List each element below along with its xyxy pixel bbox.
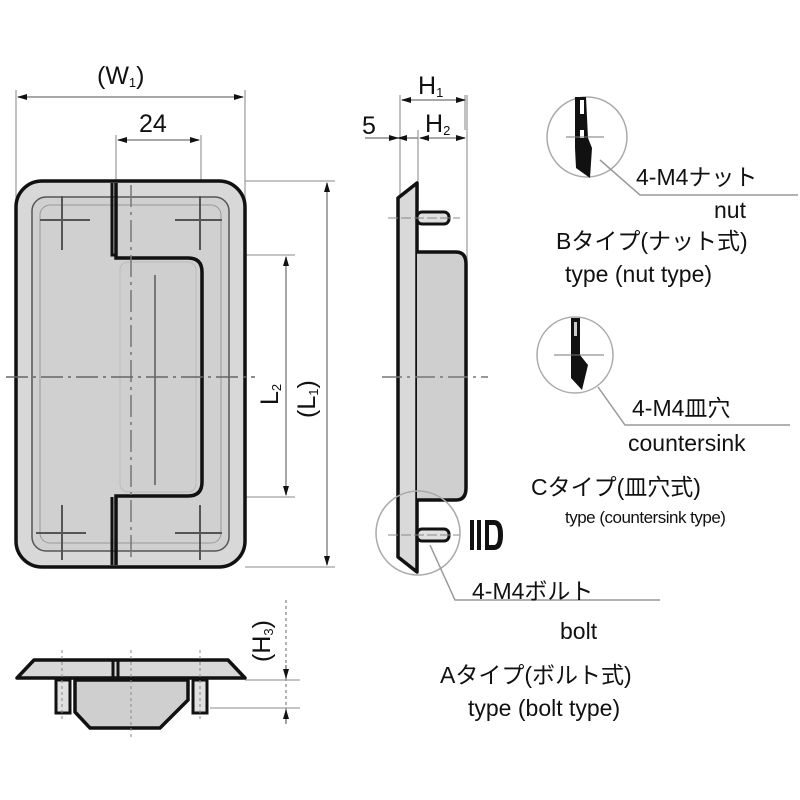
nut-spec-en-label: nut bbox=[714, 197, 746, 223]
nut-type-jp-label: Bタイプ(ナット式) bbox=[556, 228, 748, 254]
detail-countersink-type bbox=[536, 316, 790, 426]
dim-5-label: 5 bbox=[362, 112, 376, 140]
dim-24-label: 24 bbox=[139, 110, 167, 138]
bolt-spec-label: 4-M4ボルト bbox=[472, 578, 594, 604]
nut-type-en-label: type (nut type) bbox=[565, 261, 713, 287]
countersink-spec-en-label: countersink bbox=[628, 430, 746, 456]
bottom-view bbox=[15, 600, 300, 740]
bolt-type-en-label: type (bolt type) bbox=[468, 695, 621, 721]
dim-l2-label: L2 bbox=[256, 383, 284, 405]
dim-h3-label: (H3) bbox=[248, 620, 276, 662]
dim-h1-label: H1 bbox=[418, 72, 444, 100]
side-view bbox=[365, 95, 660, 601]
dim-h2-label: H2 bbox=[425, 110, 451, 138]
detail-nut-type bbox=[546, 96, 798, 196]
dim-l1-label: (L1) bbox=[293, 380, 321, 418]
countersink-type-en-label: type (countersink type) bbox=[565, 508, 726, 527]
nut-spec-label: 4-M4ナット bbox=[636, 164, 758, 190]
front-view bbox=[6, 90, 335, 569]
bolt-type-jp-label: Aタイプ(ボルト式) bbox=[440, 662, 632, 688]
countersink-spec-label: 4-M4皿穴 bbox=[632, 395, 731, 421]
countersink-type-jp-label: Cタイプ(皿穴式) bbox=[531, 474, 701, 500]
bolt-spec-en-label: bolt bbox=[560, 618, 598, 644]
dim-w1-label: (W1) bbox=[97, 62, 145, 90]
